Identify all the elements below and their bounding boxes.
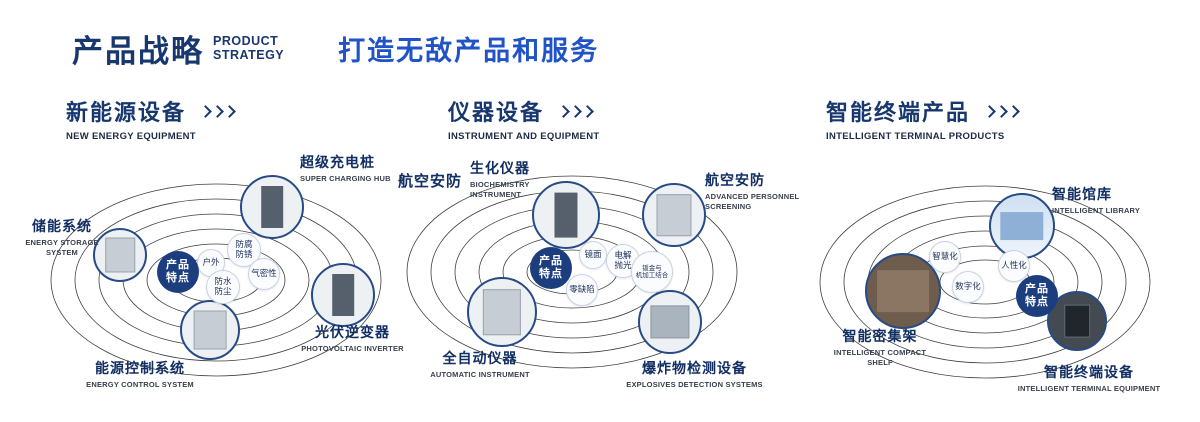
section-title-instruments: 仪器设备 [448, 100, 545, 125]
slogan: 打造无敌产品和服务 [338, 36, 600, 66]
product-name: 全自动仪器 [442, 350, 518, 366]
product-name-en: EXPLOSIVES DETECTION SYSTEMS [626, 380, 763, 389]
product-features-badge: 产品 特点 [1016, 275, 1058, 317]
product-image-super-charging-hub [240, 175, 304, 239]
product-features-badge: 产品 特点 [530, 247, 572, 289]
feature-bubble: 气密性 [248, 258, 280, 290]
product-name: 智能馆库 [1052, 186, 1112, 202]
product-image-automatic-instrument [467, 277, 537, 347]
product-image-personnel-screening [642, 183, 706, 247]
product-image-photovoltaic-inverter [311, 263, 375, 327]
product-image-energy-storage [93, 228, 147, 282]
product-label-energy-control-system: 能源控制系统 ENERGY CONTROL SYSTEM [70, 358, 210, 390]
section-title-new-energy: 新能源设备 [66, 100, 187, 125]
product-name: 能源控制系统 [95, 360, 185, 376]
feature-bubble: 人性化 [998, 250, 1030, 282]
product-name-en: INTELLIGENT LIBRARY [1052, 206, 1141, 215]
feature-bubble: 防水 防尘 [206, 270, 240, 304]
product-label-photovoltaic-inverter: 光伏逆变器 PHOTOVOLTAIC INVERTER [285, 322, 420, 354]
triple-chevron-icon [556, 104, 594, 118]
product-image-energy-control-system [180, 300, 240, 360]
product-name: 生化仪器 [470, 160, 530, 176]
header: 产品战略 PRODUCT STRATEGY 打造无敌产品和服务 [72, 26, 599, 71]
product-label-explosives-detection: 爆炸物检测设备 EXPLOSIVES DETECTION SYSTEMS [612, 358, 777, 390]
product-image-intelligent-library [989, 193, 1055, 259]
product-name: 智能密集架 [842, 328, 918, 344]
product-name-en: INTELLIGENT COMPACT SHELF [833, 348, 927, 367]
triple-chevron-icon [982, 104, 1020, 118]
product-name-en: ENERGY STORAGE SYSTEM [25, 238, 99, 257]
product-label-energy-storage: 储能系统 ENERGY STORAGE SYSTEM [16, 216, 108, 258]
product-label-super-charging-hub: 超级充电桩 SUPER CHARGING HUB [300, 152, 435, 184]
product-name: 超级充电桩 [300, 154, 375, 170]
feature-bubble: 数字化 [952, 271, 984, 303]
triple-chevron-icon [198, 104, 236, 118]
product-name: 储能系统 [32, 218, 92, 234]
section-header-intelligent-terminal: 智能终端产品 INTELLIGENT TERMINAL PRODUCTS [826, 95, 1020, 142]
page-title: 产品战略 [72, 34, 204, 69]
product-name: 爆炸物检测设备 [642, 360, 747, 376]
product-label-biochemistry-instrument: 生化仪器 BIOCHEMISTRY INSTRUMENT [470, 158, 580, 200]
product-name-en: SUPER CHARGING HUB [300, 174, 391, 183]
product-name-en: BIOCHEMISTRY INSTRUMENT [470, 180, 530, 199]
feature-bubble: 镜面 [579, 241, 607, 269]
section-subtitle-instruments: INSTRUMENT AND EQUIPMENT [448, 131, 600, 142]
product-image-terminal-equipment [1047, 291, 1107, 351]
section-header-instruments: 仪器设备 INSTRUMENT AND EQUIPMENT [448, 95, 599, 142]
product-name-en: AUTOMATIC INSTRUMENT [430, 370, 530, 379]
product-name: 智能终端设备 [1044, 364, 1134, 380]
section-subtitle-new-energy: NEW ENERGY EQUIPMENT [66, 131, 196, 142]
feature-bubble: 户外 [197, 249, 225, 277]
product-label-terminal-equipment: 智能终端设备 INTELLIGENT TERMINAL EQUIPMENT [1005, 362, 1173, 394]
feature-bubble: 智慧化 [929, 241, 961, 273]
page-title-en-line2: STRATEGY [213, 47, 285, 62]
section-title-intelligent-terminal: 智能终端产品 [826, 100, 971, 125]
product-name-en: ADVANCED PERSONNEL SCREENING [705, 192, 800, 211]
product-image-biochemistry-instrument [532, 181, 600, 249]
label-aviation-security: 航空安防 [398, 173, 463, 190]
product-name-en: ENERGY CONTROL SYSTEM [86, 380, 194, 389]
product-name: 航空安防 [705, 172, 765, 188]
section-subtitle-intelligent-terminal: INTELLIGENT TERMINAL PRODUCTS [826, 131, 1005, 142]
product-label-automatic-instrument: 全自动仪器 AUTOMATIC INSTRUMENT [420, 348, 540, 380]
page-title-en-line1: PRODUCT [213, 34, 279, 49]
product-label-compact-shelf: 智能密集架 INTELLIGENT COMPACT SHELF [815, 326, 945, 368]
product-label-personnel-screening: 航空安防 ADVANCED PERSONNEL SCREENING [705, 170, 820, 212]
product-name: 光伏逆变器 [315, 324, 390, 340]
product-name-en: PHOTOVOLTAIC INVERTER [301, 344, 404, 353]
section-header-new-energy: 新能源设备 NEW ENERGY EQUIPMENT [66, 95, 236, 142]
feature-bubble: 零缺陷 [566, 274, 598, 306]
product-features-badge: 产品 特点 [157, 251, 199, 293]
product-image-explosives-detection [638, 290, 702, 354]
product-image-compact-shelf [865, 253, 941, 329]
product-label-intelligent-library: 智能馆库 INTELLIGENT LIBRARY [1052, 184, 1172, 216]
product-name-en: INTELLIGENT TERMINAL EQUIPMENT [1017, 384, 1161, 393]
page-title-en: PRODUCT STRATEGY [213, 35, 284, 61]
feature-bubble: 钣金与 机加工结合 [631, 251, 673, 293]
feature-bubble: 防腐 防锈 [227, 233, 261, 267]
